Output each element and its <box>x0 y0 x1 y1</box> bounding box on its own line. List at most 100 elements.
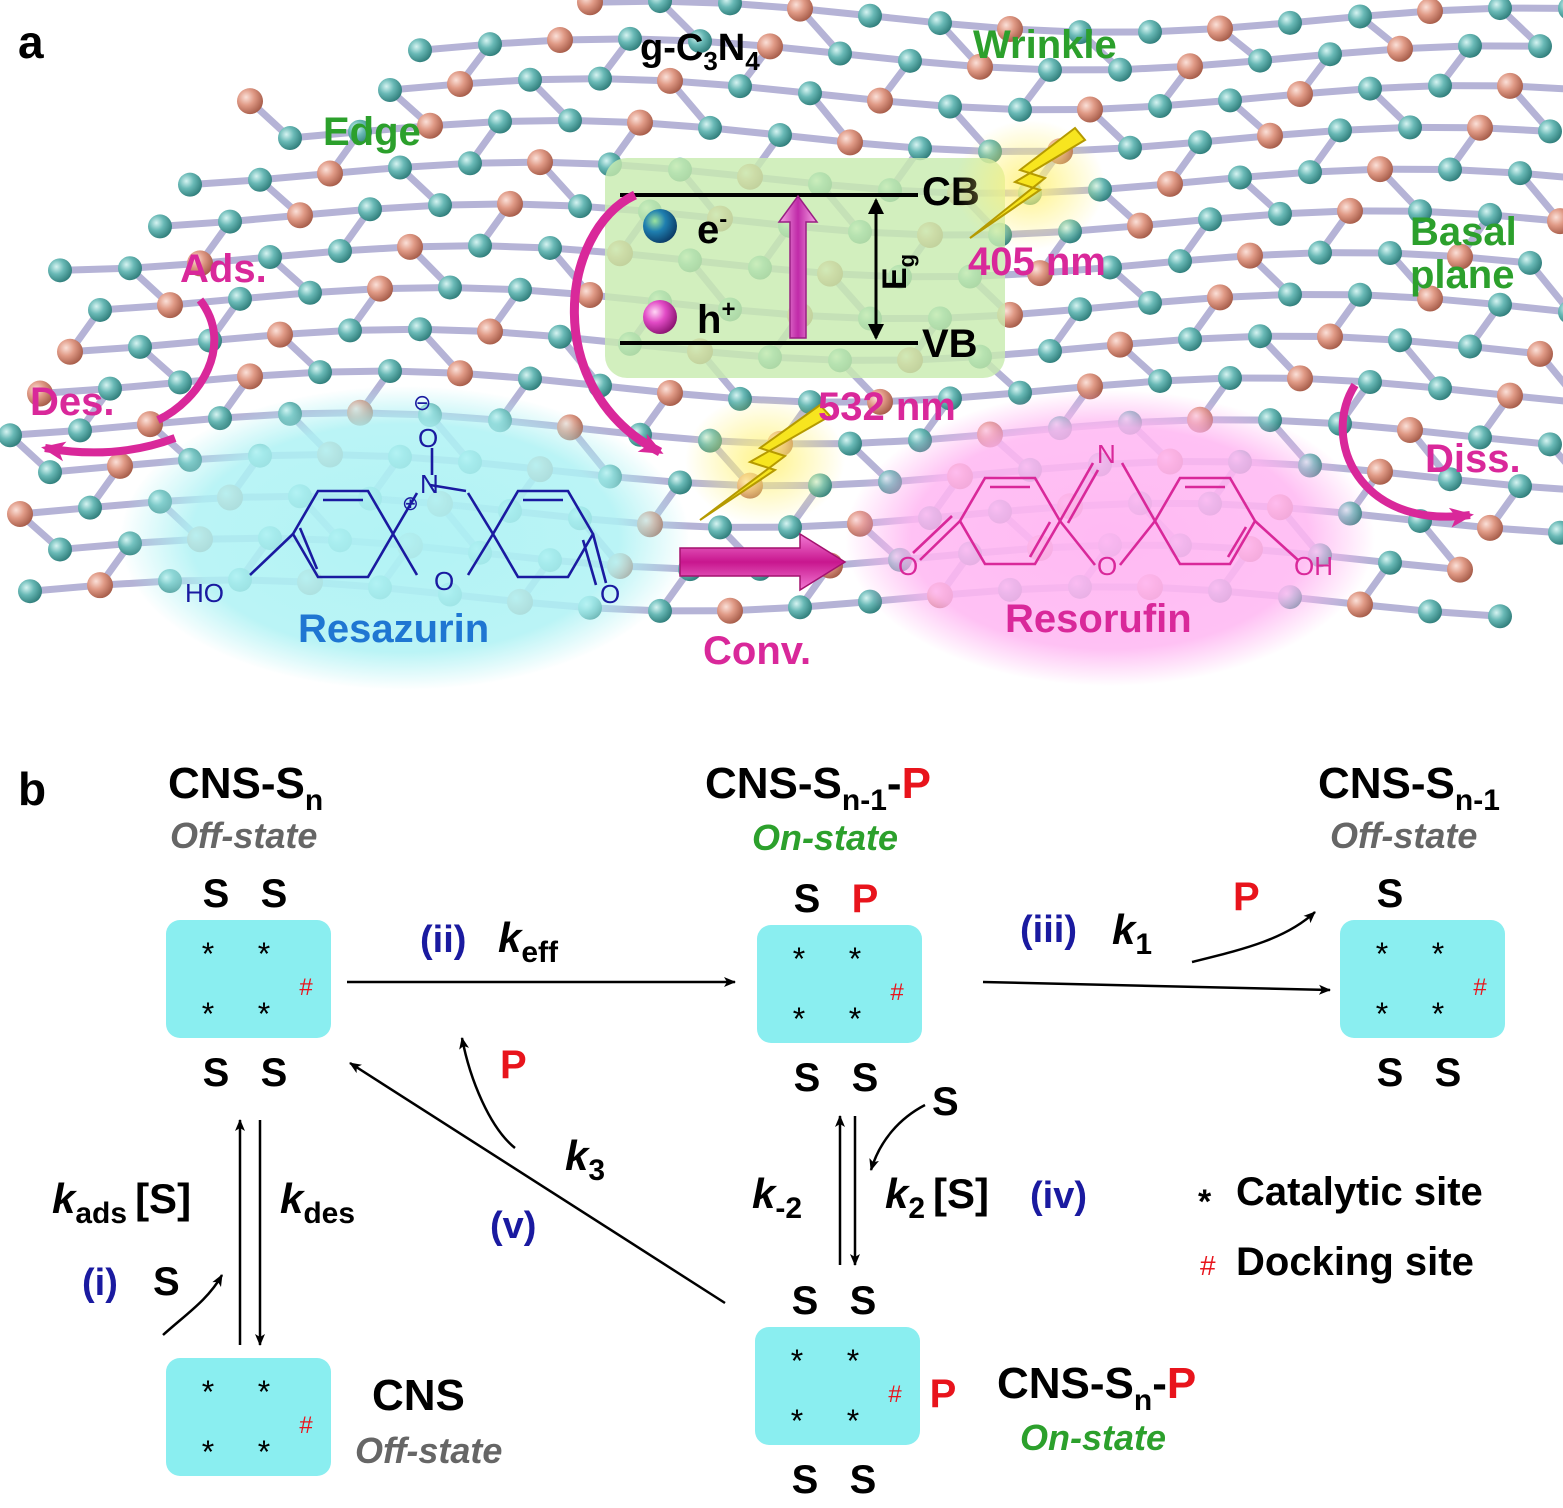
des-label: Des. <box>30 380 115 424</box>
carbon-atom <box>87 572 113 598</box>
panel-a-label: a <box>18 16 44 68</box>
catalytic-site-icon: * <box>202 996 214 1032</box>
substrate-molecule: S <box>852 1056 879 1100</box>
carbon-atom <box>477 318 503 344</box>
catalytic-site-icon: * <box>258 1374 270 1410</box>
resazurin-n-label: N <box>420 469 439 499</box>
nitrogen-atom <box>1148 94 1172 118</box>
edge-label: Edge <box>323 110 421 154</box>
arrow-iv-substrate <box>871 1105 925 1170</box>
carbon-atom <box>757 33 783 59</box>
carbon-atom <box>1127 213 1153 239</box>
catalytic-site-icon: * <box>847 1403 859 1439</box>
nitrogen-atom <box>558 108 582 132</box>
nitrogen-atom <box>428 193 452 217</box>
carbon-atom <box>397 234 423 260</box>
resazurin-n-oxide-label: O <box>418 423 438 453</box>
catalytic-site-icon: * <box>258 936 270 972</box>
nitrogen-atom <box>1538 432 1562 456</box>
nitrogen-atom <box>518 68 542 92</box>
vb-label: VB <box>922 322 978 366</box>
carbon-atom <box>1397 417 1423 443</box>
nitrogen-atom <box>938 95 962 119</box>
substrate-molecule: S <box>1377 872 1404 916</box>
carbon-atom <box>1497 73 1523 99</box>
des-arrow <box>45 438 175 452</box>
product-molecule: P <box>852 877 879 921</box>
nitrogen-atom <box>858 4 882 28</box>
nitrogen-atom <box>408 38 432 62</box>
substrate-molecule: S <box>850 1279 877 1323</box>
nitrogen-atom <box>1458 334 1482 358</box>
carbon-atom <box>1417 0 1443 24</box>
nitrogen-atom <box>1428 376 1452 400</box>
carbon-atom <box>1287 81 1313 107</box>
state-cns-sn-p: On-state <box>1020 1417 1166 1458</box>
state-cns-sn1-p: On-state <box>752 817 898 858</box>
site-box-cns: ****# <box>166 1358 331 1476</box>
nitrogen-atom <box>1528 34 1552 58</box>
carbon-atom <box>867 88 893 114</box>
carbon-atom <box>1177 53 1203 79</box>
carbon-atom <box>447 71 473 97</box>
title-cns-sn: CNS-Sn <box>168 759 323 817</box>
carbon-atom <box>497 191 523 217</box>
nitrogen-atom <box>88 298 112 322</box>
docking-site-icon: # <box>299 974 313 1001</box>
carbon-atom <box>317 161 343 187</box>
carbon-atom <box>1367 156 1393 182</box>
carbon-atom <box>157 292 183 318</box>
product-molecule: P <box>930 1372 957 1416</box>
nitrogen-atom <box>438 275 462 299</box>
rate-k3: k3 <box>565 1132 605 1187</box>
nitrogen-atom <box>1278 11 1302 35</box>
carbon-atom <box>237 88 263 114</box>
carbon-atom <box>837 129 863 155</box>
carbon-atom <box>1477 515 1503 541</box>
carbon-atom <box>717 598 743 624</box>
carbon-atom <box>1257 123 1283 149</box>
nitrogen-atom <box>128 335 152 359</box>
state-cns-sn1: Off-state <box>1330 815 1477 856</box>
catalytic-site-icon: * <box>258 996 270 1032</box>
carbon-atom <box>577 282 603 308</box>
ads-label: Ads. <box>180 247 267 291</box>
substrate-molecule: S <box>261 1051 288 1095</box>
legend-docking-symbol: # <box>1200 1250 1216 1281</box>
nitrogen-atom <box>1308 241 1332 265</box>
catalytic-site-icon: * <box>793 1001 805 1037</box>
step-iv-label: (iv) <box>1030 1175 1087 1217</box>
nitrogen-atom <box>1378 241 1402 265</box>
nitrogen-atom <box>508 278 532 302</box>
material-label: g-C3N4 <box>640 27 760 76</box>
wavelength-532-label: 532 nm <box>818 385 956 429</box>
carbon-atom <box>1447 557 1473 583</box>
nitrogen-atom <box>768 123 792 147</box>
substrate-molecule: S <box>850 1458 877 1502</box>
legend-docking-label: Docking site <box>1236 1240 1474 1284</box>
catalytic-site-icon: * <box>202 1374 214 1410</box>
nitrogen-atom <box>1038 339 1062 363</box>
nitrogen-atom <box>718 0 742 15</box>
nitrogen-atom <box>828 41 852 65</box>
rate-k1: k1 <box>1112 906 1152 961</box>
catalytic-site-icon: * <box>202 936 214 972</box>
catalytic-site-icon: * <box>1432 996 1444 1032</box>
resorufin-oh-label: OH <box>1294 551 1333 581</box>
nitrogen-atom <box>588 67 612 91</box>
resorufin-n-label: N <box>1097 439 1116 469</box>
catalytic-site-icon: * <box>793 941 805 977</box>
arrow-iii-product <box>1192 912 1315 962</box>
carbon-atom <box>1287 365 1313 391</box>
nitrogen-atom <box>1008 98 1032 122</box>
title-cns-sn1-p: CNS-Sn-1-P <box>705 759 931 817</box>
nitrogen-atom <box>1168 249 1192 273</box>
nitrogen-atom <box>1318 42 1342 66</box>
rate-kads: kads[S] <box>52 1175 191 1230</box>
nitrogen-atom <box>298 281 322 305</box>
nitrogen-atom <box>1458 34 1482 58</box>
nitrogen-atom <box>118 256 142 280</box>
